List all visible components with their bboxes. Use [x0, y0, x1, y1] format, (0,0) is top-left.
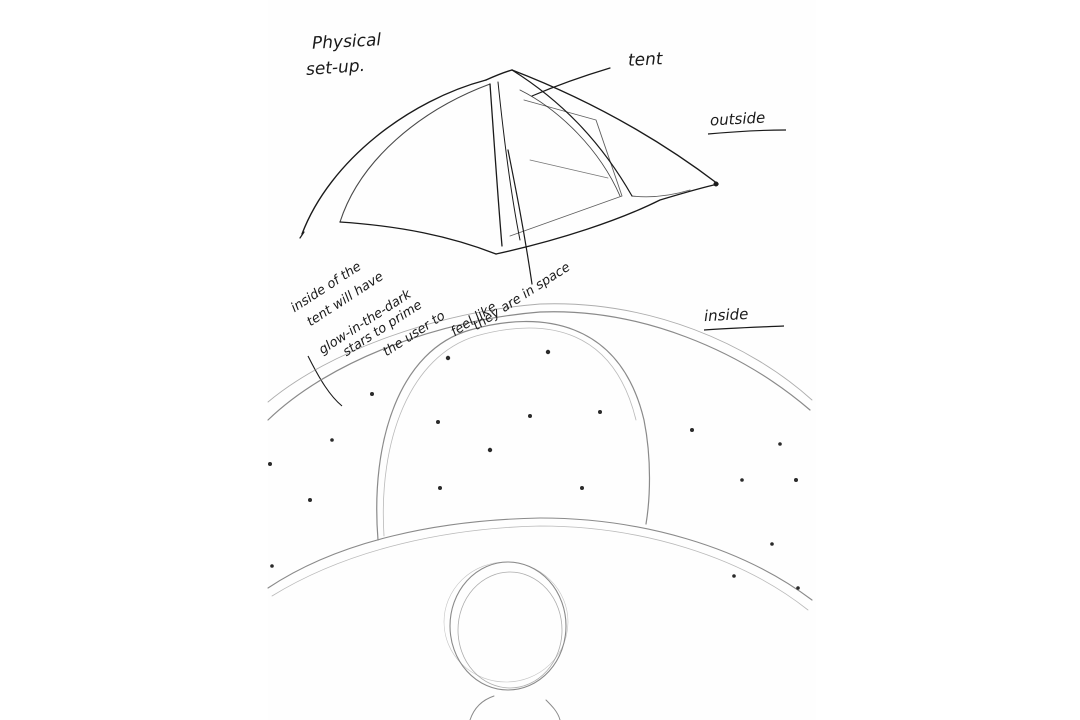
outside-label: outside — [710, 111, 766, 129]
inside-view-drawing — [268, 304, 812, 720]
tent-label: tent — [628, 51, 663, 70]
inside-label: inside — [704, 307, 749, 324]
label-underlines — [704, 130, 786, 330]
glow-stars — [268, 350, 800, 590]
note-bracket — [308, 356, 342, 406]
title-line-2: set-up. — [305, 58, 365, 79]
title-line-1: Physical — [312, 32, 382, 53]
outside-tent-drawing — [300, 68, 718, 284]
